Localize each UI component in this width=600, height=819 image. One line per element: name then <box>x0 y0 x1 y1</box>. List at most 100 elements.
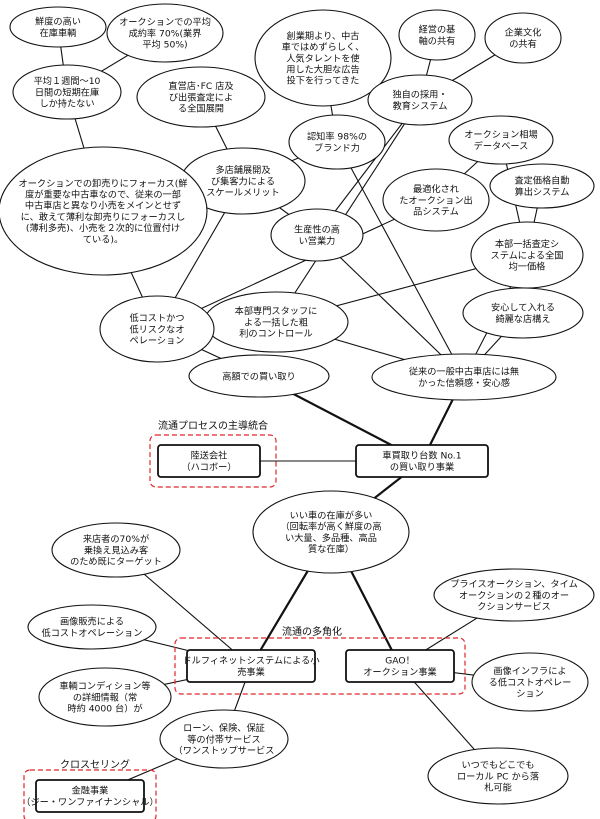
node-ellipse <box>12 64 122 120</box>
node-text-line: ローン、保険、保証 <box>183 722 265 734</box>
node-text-line: （ジー・ワンファイナンシャル） <box>21 797 158 808</box>
node-text-line: 乗換え見込み客 <box>84 544 148 556</box>
node-text-line: 経営の基 <box>419 24 456 36</box>
node-text-line: プライスオークション、タイム <box>450 579 578 590</box>
node-ellipse <box>398 9 476 61</box>
node-ellipse <box>0 146 208 276</box>
node-text-line: 品システム <box>413 207 459 218</box>
node-text-line: クションサービス <box>477 602 551 613</box>
node-ellipse <box>448 115 554 165</box>
node-text-line: オークションでの卸売りにフォーカス(鮮 <box>19 177 188 189</box>
node-text-line: 低コストかつ <box>129 312 184 324</box>
node-ellipse <box>252 490 410 574</box>
node-ellipse <box>9 6 107 48</box>
node-founding-ad: 創業期より、中古車ではめずらしく、人気タレントを使用した大胆な広告投下を行ってき… <box>254 9 392 107</box>
node-text-line: 鮮度の高い <box>35 16 81 28</box>
node-text-line: 平均 50%) <box>142 39 187 51</box>
group-label-cross-selling: クロスセリング <box>60 758 130 771</box>
node-text-line: い大量、多品種、高品 <box>285 532 377 544</box>
node-ellipse <box>288 114 386 170</box>
node-box <box>186 649 316 683</box>
node-text-line: いつでもどこでも <box>461 760 534 771</box>
node-text-line: 低リスクなオ <box>129 323 184 335</box>
node-text-line: よる一括した粗 <box>244 316 308 328</box>
edge-auction_optimized-low_cost <box>156 199 437 330</box>
node-text-line: データベース <box>474 140 529 152</box>
node-text-line: 算出システム <box>515 186 570 198</box>
node-text-line: 直営店･FC 店及 <box>168 80 233 92</box>
node-text-line: たオークション出 <box>399 194 473 206</box>
node-text-line: （ハコボー） <box>181 462 236 473</box>
node-text-line: 等の付帯サービス <box>187 733 261 745</box>
node-text-line: 綺麗な店構え <box>495 313 550 325</box>
node-text-line: 用した大胆な広告 <box>286 64 360 76</box>
node-text-line: 認知率 98%の <box>307 131 367 143</box>
edge-awareness-trust <box>336 141 465 378</box>
node-ellipse <box>427 747 569 805</box>
node-text-line: 金融事業 <box>72 785 109 797</box>
node-text-line: スケールメリット <box>206 188 280 199</box>
node-text-line: 成約率 70%(業界 <box>129 27 202 39</box>
node-gao: GAO！オークション事業 <box>345 649 455 683</box>
node-text-line: 車買取り台数 No.1 <box>382 450 461 462</box>
node-text-line: のため既にターゲット <box>70 556 162 568</box>
node-text-line: 独自の採用・ <box>392 89 447 101</box>
node-text-line: 均一価格 <box>509 261 546 273</box>
node-text-line: 安心して入れる <box>491 302 555 314</box>
node-auction-focus: オークションでの卸売りにフォーカス(鮮度が重要な中古車なので、従来の一部中古車店… <box>0 146 208 276</box>
node-text-line: 企業文化 <box>505 27 542 39</box>
node-text-line: 売事業 <box>237 666 265 678</box>
node-text-line: オークション事業 <box>363 666 437 678</box>
node-ellipse <box>188 354 330 398</box>
group-label-diversification: 流通の多角化 <box>282 625 342 638</box>
group-frame-1 <box>174 637 466 695</box>
node-text-line: 多店舗展開及 <box>215 164 270 176</box>
node-text-line: 平均１週間〜10 <box>34 75 101 87</box>
group-frame-0 <box>149 434 277 488</box>
node-text-line: 本部一括査定シ <box>495 238 559 250</box>
node-text-line: 利のコントロール <box>239 328 313 340</box>
node-text-line: 最適化され <box>413 183 459 195</box>
node-ellipse <box>270 208 364 262</box>
node-text-line: い営業力 <box>299 235 336 247</box>
node-text-line: ション <box>516 689 544 700</box>
node-box <box>157 444 261 478</box>
node-text-line: オークション相場 <box>464 129 538 141</box>
node-recruit: 独自の採用・教育システム <box>367 74 473 126</box>
group-frames <box>23 434 466 819</box>
node-text-line: ペレーション <box>130 336 185 347</box>
node-text-line: 札可能 <box>484 782 512 794</box>
node-text-line: 車輌コンディション等 <box>59 680 150 692</box>
node-text-line: （ワンストップサービス <box>174 746 275 757</box>
node-ellipse <box>106 3 224 63</box>
node-ellipse <box>484 12 562 64</box>
node-text-line: 質な在庫） <box>308 543 354 555</box>
node-text-line: GAO！ <box>385 656 415 667</box>
node-box <box>345 649 455 683</box>
group-label-integration: 流通プロセスの主導統合 <box>158 419 268 432</box>
group-frame-2 <box>23 769 157 819</box>
node-text-line: 高額での買い取り <box>222 370 296 382</box>
node-finance: 金融事業（ジー・ワンファイナンシャル） <box>21 779 159 813</box>
node-text-line: 在庫車輌 <box>40 27 77 39</box>
node-text-line: 投下を行ってきた <box>287 75 360 87</box>
edge-productivity-trust <box>316 234 465 378</box>
node-text-line: 教育システム <box>393 100 448 112</box>
node-text-line: び集客力による <box>211 175 275 187</box>
node-ellipse <box>462 287 584 339</box>
